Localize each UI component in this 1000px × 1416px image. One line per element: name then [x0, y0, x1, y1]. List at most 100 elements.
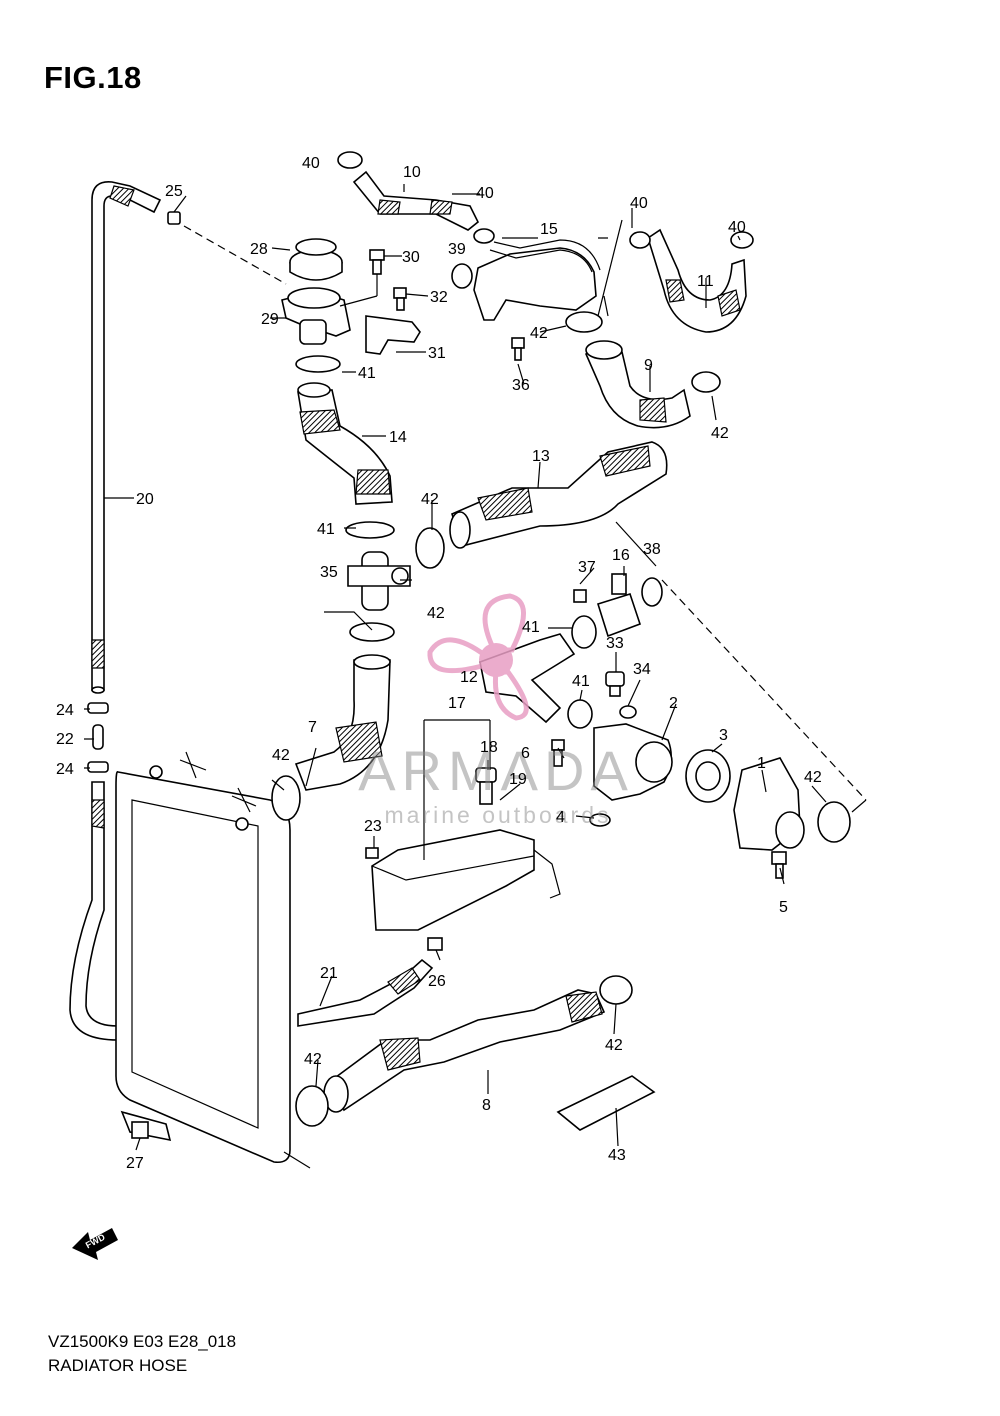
callout-42-g: 42 — [304, 1051, 322, 1068]
o-ring-38 — [641, 577, 663, 607]
clamp-42-pipe — [565, 311, 603, 333]
hose-10 — [352, 170, 480, 231]
clamp-42-hose13 — [415, 527, 445, 569]
callout-40-d: 40 — [728, 219, 746, 236]
callout-18: 18 — [480, 739, 498, 756]
callout-6: 6 — [521, 745, 530, 762]
bolt-30 — [369, 249, 385, 275]
bracket-31 — [365, 315, 421, 355]
bracket-27 — [120, 1110, 172, 1142]
callout-36: 36 — [512, 377, 530, 394]
callout-13: 13 — [532, 448, 550, 465]
callout-35: 35 — [320, 564, 338, 581]
clamp-26 — [427, 937, 443, 951]
joint-22 — [92, 724, 104, 750]
figure-title: FIG.18 — [44, 60, 142, 95]
clamp-42-joint — [349, 622, 395, 642]
callout-23: 23 — [364, 818, 382, 835]
callout-31: 31 — [428, 345, 446, 362]
section-name: RADIATOR HOSE — [48, 1356, 188, 1375]
callout-42-a: 42 — [530, 325, 548, 342]
clamp-41-joint — [345, 521, 395, 539]
o-ring-39 — [451, 263, 473, 289]
callout-19: 19 — [509, 771, 527, 788]
watermark: ARMADA marine outboards — [358, 593, 634, 828]
callout-34: 34 — [633, 661, 651, 678]
callout-43: 43 — [608, 1147, 626, 1164]
gasket-34 — [619, 705, 637, 719]
clamp-25 — [167, 211, 181, 225]
callout-41-c: 41 — [522, 619, 540, 636]
callout-22: 22 — [56, 731, 74, 748]
clamp-42-hose8-left — [295, 1085, 329, 1127]
clamp-42-hose8-right — [599, 975, 633, 1005]
bolt-6 — [551, 739, 565, 767]
bolt-36 — [511, 337, 525, 361]
callout-1: 1 — [757, 755, 766, 772]
clamp-41-pipe12-upper — [571, 615, 597, 649]
bolt-23 — [365, 847, 379, 859]
hose-11 — [647, 228, 747, 333]
hose-9 — [585, 340, 691, 429]
callout-24-lower: 24 — [56, 761, 74, 778]
callout-3: 3 — [719, 727, 728, 744]
callout-41-a: 41 — [358, 365, 376, 382]
callout-32: 32 — [430, 289, 448, 306]
clamp-40-b — [473, 228, 495, 244]
pipe-15 — [473, 239, 601, 321]
hose-7 — [294, 654, 391, 791]
callout-30: 30 — [402, 249, 420, 266]
callout-9: 9 — [644, 357, 653, 374]
callout-26: 26 — [428, 973, 446, 990]
hose-13 — [449, 441, 668, 549]
hose-20 — [91, 181, 162, 694]
clamp-24-upper — [87, 702, 109, 714]
clamp-40-a — [337, 151, 363, 169]
callout-4: 4 — [556, 809, 565, 826]
callout-42-b: 42 — [711, 425, 729, 442]
callout-38: 38 — [643, 541, 661, 558]
clamp-42-cover — [817, 801, 851, 843]
hose-14 — [297, 382, 393, 505]
callout-29: 29 — [261, 311, 279, 328]
callout-labels: 1 2 3 4 5 6 7 8 9 10 11 12 13 14 15 16 1… — [56, 155, 822, 1172]
hose-21 — [297, 958, 434, 1027]
label-sticker-43 — [556, 1075, 656, 1131]
thermostat-cover-1 — [733, 757, 805, 851]
callout-20: 20 — [136, 491, 154, 508]
callout-42-f: 42 — [804, 769, 822, 786]
reservoir-cap-18 — [475, 767, 497, 805]
callout-12: 12 — [460, 669, 478, 686]
callout-28: 28 — [250, 241, 268, 258]
watermark-tagline: marine outboards — [385, 802, 612, 828]
radiator — [115, 751, 311, 1169]
callout-7: 7 — [308, 719, 317, 736]
callout-40-b: 40 — [476, 185, 494, 202]
callout-42-c: 42 — [421, 491, 439, 508]
callout-39: 39 — [448, 241, 466, 258]
clamp-40-c — [629, 231, 651, 249]
callout-42-d: 42 — [427, 605, 445, 622]
model-code: VZ1500K9 E03 E28_018 — [48, 1332, 237, 1351]
callout-10: 10 — [403, 164, 421, 181]
filler-neck-29 — [281, 287, 351, 345]
callout-11: 11 — [697, 273, 714, 290]
clamp-41-upper — [295, 355, 341, 373]
callout-40-a: 40 — [302, 155, 320, 172]
joint-35 — [347, 551, 411, 611]
clamp-40-d — [730, 231, 754, 249]
callout-8: 8 — [482, 1097, 491, 1114]
thermostat-3 — [685, 749, 731, 803]
watermark-brand: ARMADA — [358, 739, 634, 802]
clamp-41-pipe12-lower — [567, 699, 593, 729]
callout-15: 15 — [540, 221, 558, 238]
callout-16: 16 — [612, 547, 630, 564]
callout-40-c: 40 — [630, 195, 648, 212]
callout-25: 25 — [165, 183, 183, 200]
leader-lines — [84, 184, 827, 1151]
clamp-42-hose9 — [691, 371, 721, 393]
callout-41-d: 41 — [572, 673, 590, 690]
radiator-cap-28 — [289, 238, 343, 281]
callout-42-h: 42 — [605, 1037, 623, 1054]
